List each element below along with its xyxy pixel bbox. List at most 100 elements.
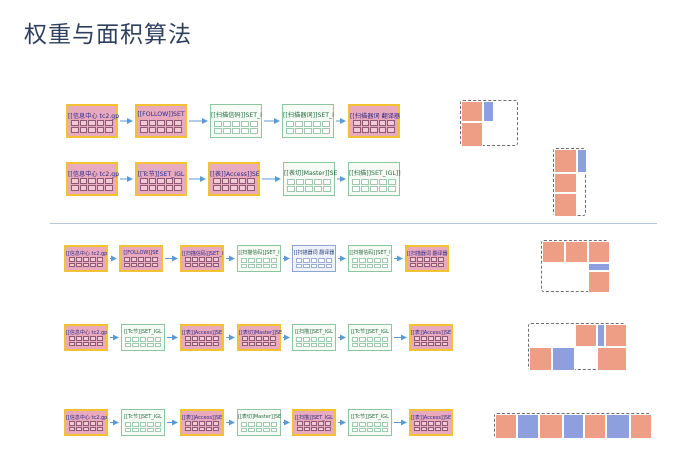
area-cell-orange — [584, 414, 606, 439]
grid-cell — [250, 128, 258, 134]
grid-cell — [238, 178, 247, 184]
grid-cell — [79, 178, 88, 184]
grid-cell — [76, 262, 82, 267]
grid-cell — [311, 421, 317, 426]
grid-cell — [270, 336, 276, 341]
flow-node: [[表]]Access]]SE — [180, 409, 224, 436]
grid-cell — [304, 121, 312, 127]
grid-cell — [359, 427, 366, 432]
flow-node-grid — [241, 422, 277, 432]
flow-node: [[Tc节]]SET_IGL — [121, 324, 165, 351]
area-cell-orange — [554, 149, 577, 173]
grid-cell — [97, 336, 103, 341]
area-cell-orange — [461, 122, 483, 147]
grid-cell — [174, 185, 182, 191]
flow-node-label: [[信息中心 tc2.gp — [66, 330, 108, 336]
grid-cell — [83, 257, 89, 262]
grid-cell — [154, 337, 161, 342]
area-cell-blue — [483, 101, 494, 122]
grid-cell — [414, 336, 420, 341]
grid-cell — [303, 263, 310, 268]
grid-cell — [154, 342, 161, 347]
grid-cell — [192, 257, 198, 262]
grid-cell — [214, 121, 222, 127]
grid-cell — [318, 426, 324, 431]
flow-node: [[表]]Access]]SE — [180, 324, 224, 351]
grid-cell — [379, 186, 387, 192]
grid-cell — [366, 342, 374, 347]
grid-cell — [352, 337, 359, 342]
grid-cell — [157, 185, 165, 191]
grid-cell — [69, 262, 75, 267]
grid-cell — [230, 185, 238, 191]
grid-cell — [296, 337, 303, 342]
flow-node-label: [[Tc节]]SET_IGL — [124, 329, 162, 335]
grid-cell — [138, 257, 144, 262]
grid-cell — [255, 427, 263, 432]
grid-cell — [366, 427, 374, 432]
flow-node-label: [[表]]Access]]SE — [210, 171, 260, 178]
grid-cell — [213, 185, 221, 191]
grid-cell — [96, 178, 105, 184]
grid-cell — [442, 336, 448, 341]
grid-cell — [263, 258, 270, 263]
grid-cell — [374, 258, 381, 263]
grid-cell — [414, 421, 420, 426]
grid-cell — [305, 186, 313, 192]
flow-node-label: [[扫描信码]]SET_I — [349, 250, 391, 256]
grid-cell — [414, 341, 420, 346]
grid-cell — [318, 421, 324, 426]
grid-cell — [232, 128, 240, 134]
grid-cell — [314, 179, 322, 185]
flow-node-label: [[扫描]]SET_IGL — [295, 415, 333, 421]
grid-cell — [145, 262, 151, 267]
flow-node-grid — [71, 178, 113, 191]
grid-cell — [318, 337, 325, 342]
grid-cell — [139, 337, 147, 342]
grid-cell — [206, 336, 212, 341]
grid-cell — [88, 127, 96, 133]
grid-cell — [296, 263, 303, 268]
grid-cell — [442, 421, 448, 426]
grid-cell — [69, 426, 75, 431]
grid-cell — [442, 341, 448, 346]
grid-cell — [199, 257, 205, 262]
grid-cell — [221, 178, 230, 184]
grid-cell — [297, 426, 303, 431]
grid-cell — [71, 185, 79, 191]
flow-node-label: [[表]]Access]]SE — [182, 415, 223, 421]
grid-cell — [185, 421, 191, 426]
grid-cell — [192, 341, 198, 346]
grid-cell — [247, 185, 255, 191]
grid-cell — [165, 178, 174, 184]
grid-cell — [69, 257, 75, 262]
grid-cell — [206, 426, 212, 431]
grid-cell — [286, 128, 294, 134]
flow-node-grid — [352, 179, 396, 192]
grid-cell — [270, 422, 277, 427]
grid-cell — [249, 341, 255, 346]
flow-node-grid — [71, 120, 113, 133]
grid-cell — [248, 422, 255, 427]
grid-cell — [242, 336, 248, 341]
grid-cell — [359, 258, 366, 263]
grid-cell — [263, 336, 269, 341]
area-cell-empty — [575, 347, 597, 371]
grid-cell — [255, 263, 263, 268]
grid-cell — [442, 426, 448, 431]
grid-cell — [305, 179, 313, 185]
grid-cell — [76, 341, 82, 346]
grid-cell — [132, 422, 139, 427]
grid-cell — [90, 257, 96, 262]
grid-cell — [105, 185, 113, 191]
flow-node: [[信息中心 tc2.gp — [64, 245, 108, 272]
area-cell-empty — [483, 122, 519, 147]
grid-cell — [270, 341, 276, 346]
area-cell-blue — [577, 149, 587, 173]
grid-cell — [361, 127, 370, 133]
grid-cell — [213, 421, 219, 426]
grid-cell — [410, 257, 416, 262]
flow-node: [[FOLLOW]]SET — [135, 104, 187, 138]
grid-cell — [353, 127, 361, 133]
